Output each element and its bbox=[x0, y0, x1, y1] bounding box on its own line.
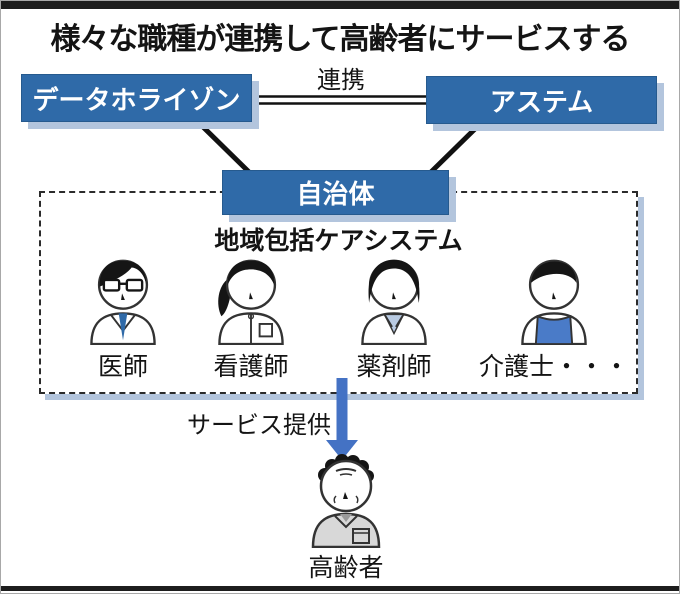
member-label-doctor: 医師 bbox=[97, 353, 148, 381]
node-data-horizon: データホライゾン bbox=[21, 74, 252, 122]
doctor-icon bbox=[90, 259, 156, 345]
diagram-title: 様々な職種が連携して高齢者にサービスする bbox=[50, 23, 630, 56]
member-caregiver: 介護士・・・ bbox=[478, 257, 630, 383]
node-astem-label: アステム bbox=[489, 86, 594, 117]
diagonal-left bbox=[196, 120, 252, 175]
service-arrow bbox=[326, 378, 358, 460]
link-label-renkei: 連携 bbox=[317, 67, 365, 94]
service-label: サービス提供 bbox=[187, 412, 331, 439]
member-label-nurse: 看護師 bbox=[213, 353, 289, 381]
node-data-horizon-label: データホライゾン bbox=[32, 84, 241, 115]
member-nurse: 看護師 bbox=[186, 257, 316, 383]
caregiver-icon bbox=[521, 259, 587, 345]
member-label-caregiver: 介護士・・・ bbox=[478, 353, 629, 381]
diagonal-right bbox=[429, 122, 482, 174]
node-municipality: 自治体 bbox=[222, 170, 449, 215]
top-border-bar bbox=[1, 1, 679, 9]
member-pharmacist: 薬剤師 bbox=[329, 257, 459, 383]
node-astem: アステム bbox=[426, 76, 657, 124]
nurse-icon bbox=[218, 259, 284, 345]
node-municipality-label: 自治体 bbox=[296, 179, 375, 209]
care-system-title: 地域包括ケアシステム bbox=[214, 227, 463, 255]
pharmacist-icon bbox=[361, 259, 427, 345]
elderly-icon bbox=[311, 454, 381, 548]
recipient-elderly: 高齢者 bbox=[288, 450, 404, 584]
bottom-border-bar bbox=[1, 586, 679, 591]
recipient-label: 高齢者 bbox=[308, 554, 384, 582]
member-label-pharmacist: 薬剤師 bbox=[356, 353, 432, 381]
member-doctor: 医師 bbox=[58, 257, 188, 383]
